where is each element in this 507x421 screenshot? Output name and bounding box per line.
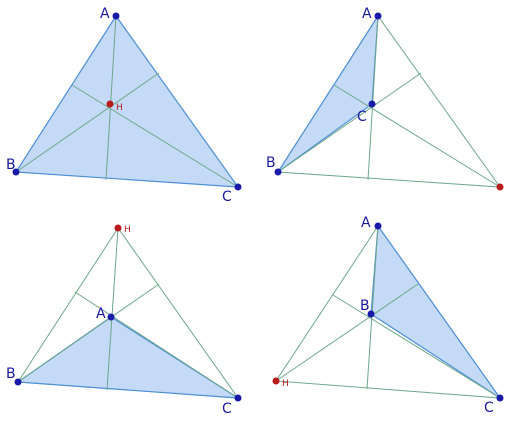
panel-2-label-a: A bbox=[362, 6, 372, 22]
panel-3-altitude-3 bbox=[74, 291, 239, 399]
panel-4-point-b bbox=[367, 310, 375, 318]
panel-4-point-c bbox=[496, 394, 504, 402]
panel-1-altitude-from-c bbox=[71, 84, 239, 188]
panel-2-point-a bbox=[374, 12, 382, 20]
panel-1-altitude-from-b bbox=[15, 72, 160, 173]
panel-2-outer-triangle bbox=[277, 15, 502, 188]
panel-3-label-h: H bbox=[124, 225, 131, 235]
panel-3-point-c bbox=[234, 394, 242, 402]
panel-1-point-c bbox=[234, 183, 242, 191]
panel-3-point-h bbox=[114, 224, 122, 232]
panel-2: A B C bbox=[266, 6, 504, 191]
panel-4-point-h bbox=[272, 377, 280, 385]
panel-1-label-b: B bbox=[6, 157, 16, 173]
panel-2-altitude-1 bbox=[367, 15, 379, 181]
panel-2-point-h bbox=[496, 183, 504, 191]
panel-1-label-h: H bbox=[116, 103, 123, 113]
panel-2-label-c: C bbox=[357, 109, 367, 125]
panel-3-altitude-2 bbox=[17, 283, 160, 383]
panel-4-label-h: H bbox=[282, 379, 289, 389]
panel-1-altitude-from-a bbox=[105, 15, 117, 181]
panel-4-altitude-3 bbox=[332, 294, 501, 399]
panel-2-filled-triangle bbox=[277, 15, 379, 173]
panel-2-label-b: B bbox=[266, 155, 276, 171]
panel-3: H A B C bbox=[6, 224, 242, 417]
panel-4-label-a: A bbox=[361, 215, 371, 231]
panel-3-filled-triangle bbox=[17, 316, 239, 399]
panel-1-label-c: C bbox=[222, 189, 232, 205]
panel-2-point-b bbox=[274, 168, 282, 176]
panel-2-altitude-2 bbox=[277, 72, 422, 173]
panel-4-altitude-1 bbox=[366, 225, 379, 390]
panel-2-point-c bbox=[368, 100, 376, 108]
panel-1-label-a: A bbox=[100, 6, 110, 22]
panel-3-point-b bbox=[14, 378, 22, 386]
panel-4: A B C H bbox=[272, 215, 504, 416]
panel-4-altitude-2 bbox=[275, 283, 419, 382]
panel-3-label-b: B bbox=[6, 366, 16, 382]
panel-3-altitude-1 bbox=[106, 227, 119, 391]
panel-1-point-a bbox=[112, 12, 120, 20]
panel-4-point-a bbox=[374, 222, 382, 230]
panel-4-filled-triangle bbox=[370, 225, 501, 399]
panel-3-label-c: C bbox=[222, 401, 232, 417]
panel-1-filled-triangle bbox=[15, 15, 239, 188]
panel-1-point-h bbox=[106, 100, 114, 108]
panel-3-label-a: A bbox=[96, 306, 106, 322]
panel-2-altitude-3 bbox=[333, 84, 501, 188]
panel-3-point-a bbox=[107, 313, 115, 321]
panel-1: A B C H bbox=[6, 6, 242, 205]
panel-4-label-c: C bbox=[484, 400, 494, 416]
panel-4-label-b: B bbox=[360, 298, 370, 314]
panel-1-point-b bbox=[12, 168, 20, 176]
